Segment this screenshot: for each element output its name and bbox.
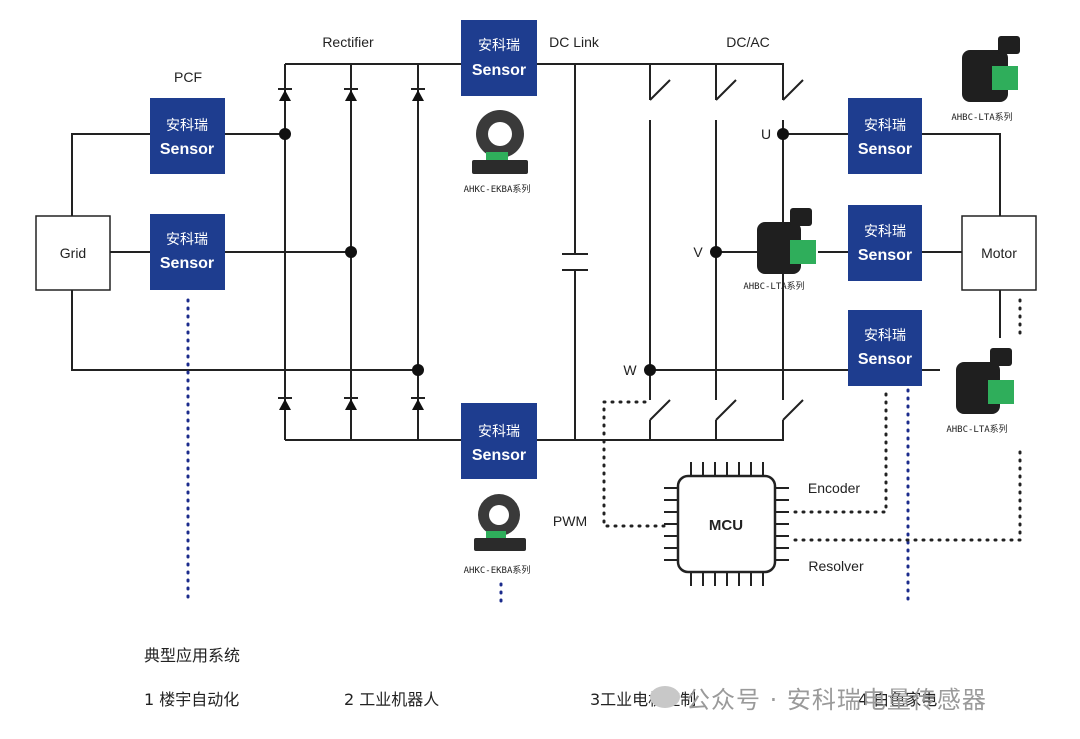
svg-text:MCU: MCU <box>709 517 743 534</box>
svg-text:Sensor: Sensor <box>472 62 526 79</box>
pcf-label: PCF <box>174 69 202 85</box>
product-ahbc-bottom: AHBC-LTA系列 <box>946 348 1014 435</box>
svg-text:安科瑞: 安科瑞 <box>166 232 208 248</box>
svg-text:安科瑞: 安科瑞 <box>864 118 906 134</box>
phase-u-label: U <box>761 126 771 142</box>
product-ahbc-top: AHBC-LTA系列 <box>951 36 1020 123</box>
sensor-phase-w: 安科瑞 Sensor <box>848 310 922 386</box>
resolver-label: Resolver <box>808 558 864 574</box>
rectifier-label: Rectifier <box>322 34 374 50</box>
grid-label: Grid <box>60 245 86 261</box>
motor-label: Motor <box>981 245 1017 261</box>
svg-text:AHBC-LTA系列: AHBC-LTA系列 <box>946 423 1007 435</box>
dcac-label: DC/AC <box>726 34 770 50</box>
phase-u-to-motor <box>922 133 1001 216</box>
sensor-phase-u: 安科瑞 Sensor <box>848 98 922 174</box>
signal-dotted-lines <box>186 298 1022 606</box>
svg-text:Sensor: Sensor <box>858 141 912 158</box>
grid-box <box>35 215 111 291</box>
svg-text:安科瑞: 安科瑞 <box>864 224 906 240</box>
junction-nodes <box>279 128 789 376</box>
svg-text:Sensor: Sensor <box>858 351 912 368</box>
svg-text:AHKC-EKBA系列: AHKC-EKBA系列 <box>464 183 531 195</box>
dc-link-label: DC Link <box>549 34 600 50</box>
dc-positive-rail-right <box>537 63 784 100</box>
product-ahbc-mid: AHBC-LTA系列 <box>743 208 816 292</box>
sensor-pcf-bottom: 安科瑞 Sensor <box>150 214 225 290</box>
footer-item-3: 3工业电机控制 <box>590 690 697 709</box>
svg-text:Sensor: Sensor <box>160 255 214 272</box>
svg-text:AHKC-EKBA系列: AHKC-EKBA系列 <box>464 564 531 576</box>
svg-text:Sensor: Sensor <box>160 141 214 158</box>
sensor-pcf-top: 安科瑞 Sensor <box>150 98 225 174</box>
svg-text:安科瑞: 安科瑞 <box>478 38 520 54</box>
grid-line-bottom <box>71 290 418 371</box>
phase-w-label: W <box>623 362 637 378</box>
wechat-icon <box>650 686 680 708</box>
footer-item-2: 2 工业机器人 <box>344 690 440 709</box>
product-ahkc-bottom: AHKC-EKBA系列 <box>464 494 531 576</box>
sensor-dc-top: 安科瑞 Sensor <box>461 20 537 96</box>
svg-text:安科瑞: 安科瑞 <box>478 424 520 440</box>
svg-text:安科瑞: 安科瑞 <box>864 328 906 344</box>
dc-negative-rail-right <box>537 420 784 441</box>
encoder-label: Encoder <box>808 480 860 496</box>
product-ahkc-top: AHKC-EKBA系列 <box>464 110 531 195</box>
motor-box <box>961 215 1037 291</box>
svg-text:AHBC-LTA系列: AHBC-LTA系列 <box>743 280 804 292</box>
svg-text:AHBC-LTA系列: AHBC-LTA系列 <box>951 111 1012 123</box>
grid-line-top <box>71 133 150 216</box>
phase-v-label: V <box>693 244 703 260</box>
footer-item-1: 1 楼宇自动化 <box>144 690 240 709</box>
svg-text:Sensor: Sensor <box>858 247 912 264</box>
sensor-phase-v: 安科瑞 Sensor <box>848 205 922 281</box>
pwm-label: PWM <box>553 513 587 529</box>
sensor-dc-bottom: 安科瑞 Sensor <box>461 403 537 479</box>
mcu-chip: MCU <box>664 462 789 586</box>
footer-item-4: 4 白色家电 <box>858 690 938 709</box>
svg-text:Sensor: Sensor <box>472 447 526 464</box>
footer-heading: 典型应用系统 <box>144 646 241 665</box>
diode-group <box>278 88 425 410</box>
svg-text:安科瑞: 安科瑞 <box>166 118 208 134</box>
watermark-text: 公众号 · 安科瑞电量传感器 <box>686 686 987 714</box>
